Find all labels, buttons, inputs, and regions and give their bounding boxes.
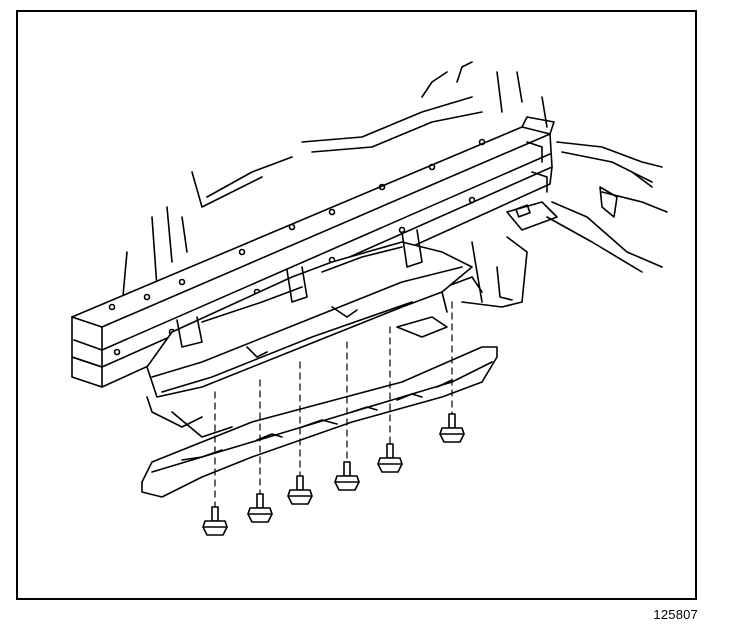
bolt xyxy=(202,506,228,536)
air-deflector-panel xyxy=(141,346,498,498)
bolt xyxy=(377,443,403,473)
vehicle-body-structure xyxy=(121,61,668,308)
bolt xyxy=(439,413,465,443)
bolt xyxy=(334,461,360,491)
figure-number: 125807 xyxy=(653,607,698,622)
exploded-view-drawing xyxy=(71,61,668,536)
bolt-fasteners xyxy=(202,413,465,536)
illustration-frame xyxy=(16,10,697,600)
bolt-alignment-lines xyxy=(214,301,453,515)
bolt xyxy=(287,475,313,505)
bumper-mounting-bracket xyxy=(146,229,473,438)
bolt xyxy=(247,493,273,523)
